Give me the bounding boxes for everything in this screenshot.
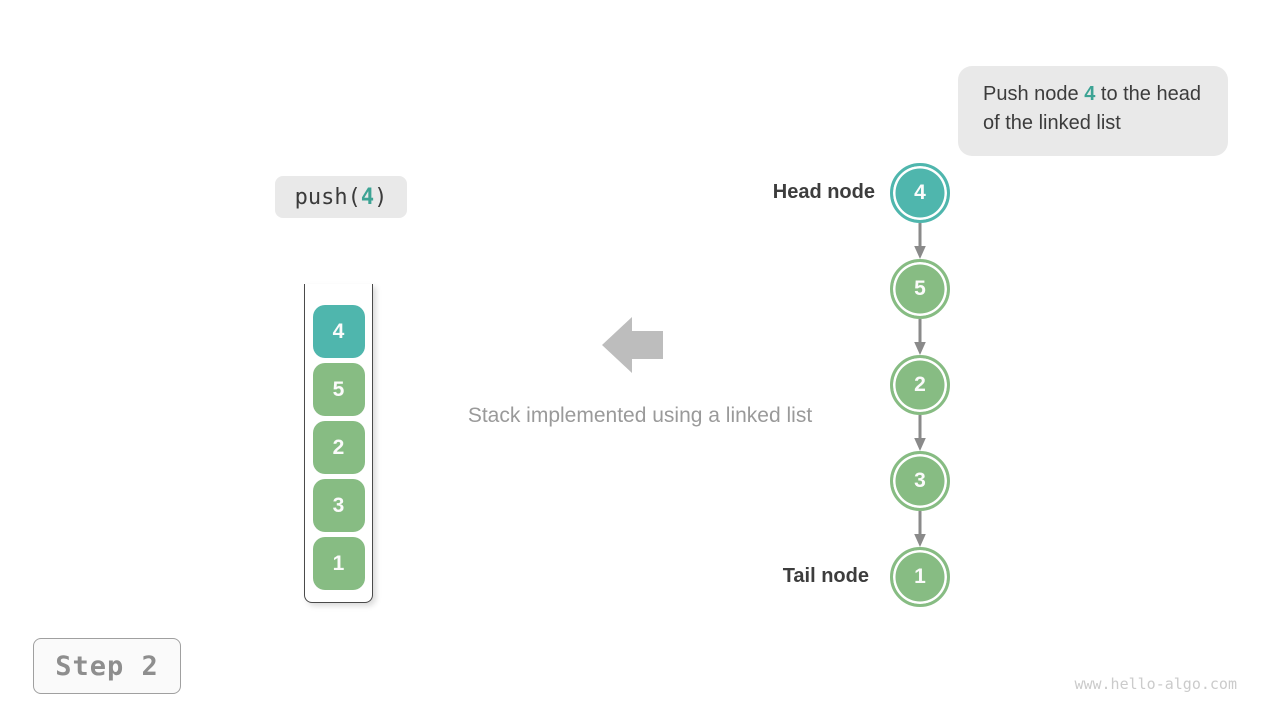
left-block-arrow-icon (602, 317, 663, 373)
arrow-down-icon (914, 319, 926, 355)
step-badge: Step 2 (33, 638, 181, 694)
stack-item: 3 (312, 479, 365, 532)
callout-text-prefix: Push node (983, 83, 1085, 105)
list-node: 3 (890, 451, 950, 511)
push-arg-value: 4 (360, 184, 375, 210)
callout-text-suffix: to the head of the linked list (983, 83, 1201, 134)
list-node: 4 (890, 163, 950, 223)
stack-item: 5 (312, 363, 365, 416)
left-block-arrow-shape (602, 317, 663, 373)
tail-node-label: Tail node (782, 565, 869, 587)
arrow-down-icon (914, 511, 926, 547)
caption: Stack implemented using a linked list (467, 404, 813, 427)
stack-item: 2 (312, 421, 365, 474)
push-fn-label: push( (294, 184, 361, 210)
stack-item: 1 (312, 537, 365, 590)
list-node: 5 (890, 259, 950, 319)
callout-push-node: Push node 4 to the head of the linked li… (958, 66, 1228, 156)
linked-list: 4 5 2 3 1 (890, 163, 950, 607)
arrow-down-icon (914, 415, 926, 451)
push-close-paren: ) (374, 184, 388, 210)
watermark: www.hello-algo.com (1074, 675, 1237, 693)
head-node-label: Head node (772, 181, 875, 203)
push-call-box: push(4) (275, 176, 407, 218)
stack-item: 4 (312, 305, 365, 358)
arrow-down-icon (914, 223, 926, 259)
list-node: 1 (890, 547, 950, 607)
list-node: 2 (890, 355, 950, 415)
callout-value: 4 (1084, 83, 1096, 105)
